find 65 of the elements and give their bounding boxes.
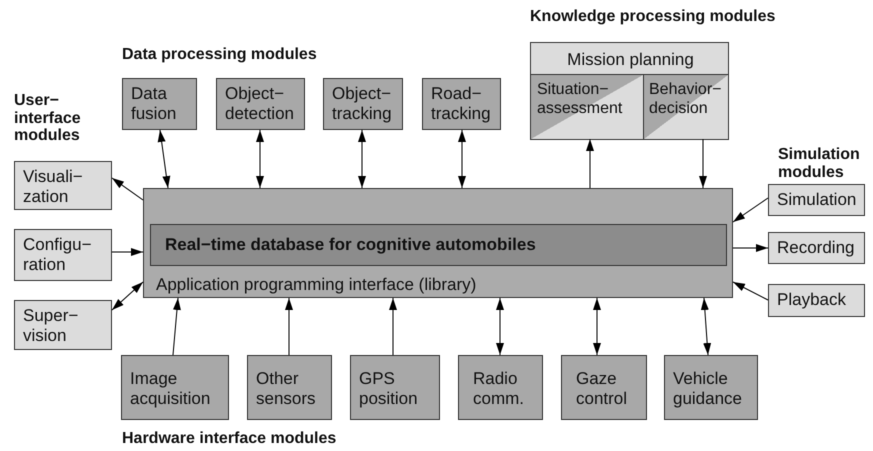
module-label: Object− detection <box>225 84 295 125</box>
module-label: Mission planning <box>566 50 695 70</box>
module-label: Image acquisition <box>130 369 212 410</box>
group-heading: Simulation modules <box>778 146 861 182</box>
module-label: Gaze control <box>576 369 628 410</box>
module-label: Visuali− zation <box>23 167 84 208</box>
module-label: Object− tracking <box>332 84 393 125</box>
module-box <box>247 355 332 420</box>
module-label: Super− vision <box>23 306 80 347</box>
module-box <box>768 232 865 264</box>
module-box <box>14 300 112 350</box>
group-heading: Hardware interface modules <box>122 430 338 448</box>
module-label: Behavior− decision <box>649 80 722 118</box>
module-label: Application programming interface (library) <box>156 275 476 296</box>
module-box <box>143 188 733 298</box>
arrow <box>732 282 768 300</box>
module-box <box>664 355 758 420</box>
module-box <box>350 355 440 420</box>
module-box <box>561 355 647 420</box>
arrow <box>496 298 504 356</box>
module-label: Situation− assessment <box>537 80 624 118</box>
module-label: GPS position <box>359 369 419 410</box>
module-box <box>14 229 112 281</box>
arrow <box>389 298 397 356</box>
arrow <box>732 244 768 252</box>
module-box <box>458 355 543 420</box>
arrow <box>586 138 594 188</box>
module-box <box>643 74 729 140</box>
module-box <box>121 355 229 420</box>
module-box <box>323 78 403 130</box>
arrow <box>285 298 293 356</box>
arrow <box>593 298 601 356</box>
group-heading: Data processing modules <box>122 46 318 64</box>
module-box <box>768 284 865 317</box>
arrow <box>458 130 466 188</box>
arrow <box>256 130 264 188</box>
module-box <box>216 78 305 130</box>
module-box <box>122 78 197 130</box>
module-box <box>422 78 501 130</box>
arrow <box>112 178 144 200</box>
arrow <box>358 130 366 188</box>
arrow <box>112 282 144 310</box>
arrow <box>172 298 181 356</box>
module-label: Other sensors <box>256 369 317 410</box>
module-label: Simulation <box>777 190 858 210</box>
module-label: Recording <box>777 238 856 258</box>
module-label: Data fusion <box>131 84 178 125</box>
arrow <box>732 198 768 222</box>
arrow <box>699 138 707 188</box>
module-label: Road− tracking <box>431 84 492 125</box>
module-box <box>530 74 644 140</box>
arrow <box>158 130 170 188</box>
module-label: Playback <box>777 290 847 310</box>
module-label: Radio comm. <box>473 369 525 410</box>
module-box <box>14 161 112 210</box>
arrow <box>700 298 712 356</box>
module-label: Configu− ration <box>23 235 93 276</box>
module-box <box>530 42 729 140</box>
group-heading: Knowledge processing modules <box>530 8 776 26</box>
group-heading: User− interface modules <box>14 92 82 145</box>
module-box <box>150 224 727 266</box>
module-label: Real−time database for cognitive automobiles <box>165 235 536 256</box>
module-box <box>768 184 865 216</box>
arrow <box>112 248 144 256</box>
module-label: Vehicle guidance <box>673 369 744 410</box>
